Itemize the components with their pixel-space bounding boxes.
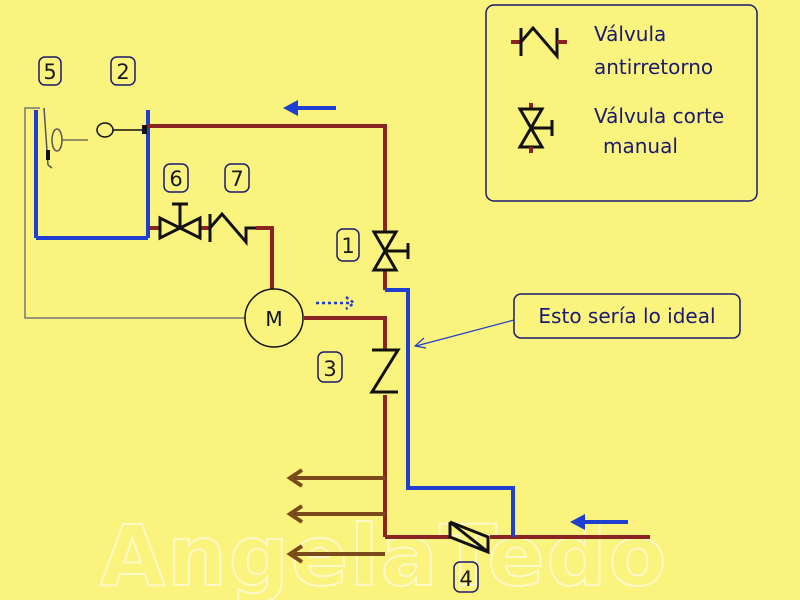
bypass-pipe: [385, 288, 515, 537]
number-7: 7: [230, 167, 243, 191]
legend-check-valve-label-1: Válvula: [594, 22, 666, 46]
legend-shutoff-valve-icon: [517, 103, 554, 153]
legend-shutoff-valve-label-2: manual: [603, 134, 678, 158]
pump-label: M: [265, 307, 282, 331]
legend: Válvula antirretorno Válvula corte manua…: [485, 4, 758, 202]
number-4: 4: [459, 567, 472, 591]
water-tank: [34, 110, 150, 240]
number-2: 2: [116, 60, 129, 84]
flow-arrow-top-icon: [283, 100, 336, 116]
check-valve-3-icon: [369, 348, 401, 394]
callout: Esto sería lo ideal: [413, 293, 741, 349]
number-6: 6: [169, 167, 182, 191]
flow-arrow-inlet-icon: [570, 514, 628, 530]
number-1: 1: [341, 234, 354, 258]
component-numbers: 5 2 6 7 1 3 4: [38, 56, 479, 593]
supply-pipes: [148, 124, 650, 539]
number-5: 5: [43, 60, 56, 84]
check-valve-7-icon: [208, 211, 256, 247]
callout-text: Esto sería lo ideal: [538, 304, 715, 328]
level-switch-icon: [43, 107, 88, 169]
shutoff-valve-6-icon: [158, 202, 202, 241]
legend-check-valve-label-2: antirretorno: [594, 55, 713, 79]
float-control-wire: [24, 107, 246, 319]
shutoff-valve-1-icon: [371, 230, 410, 272]
legend-shutoff-valve-label-1: Válvula corte: [594, 104, 724, 128]
legend-check-valve-icon: [511, 25, 567, 61]
check-valve-4-diagonal: [449, 520, 489, 554]
pump: M: [244, 288, 304, 348]
float-valve-icon: [96, 122, 147, 138]
number-3: 3: [323, 357, 336, 381]
outlet-arrows: [286, 468, 385, 564]
pump-output-arrow-icon: [316, 296, 357, 310]
